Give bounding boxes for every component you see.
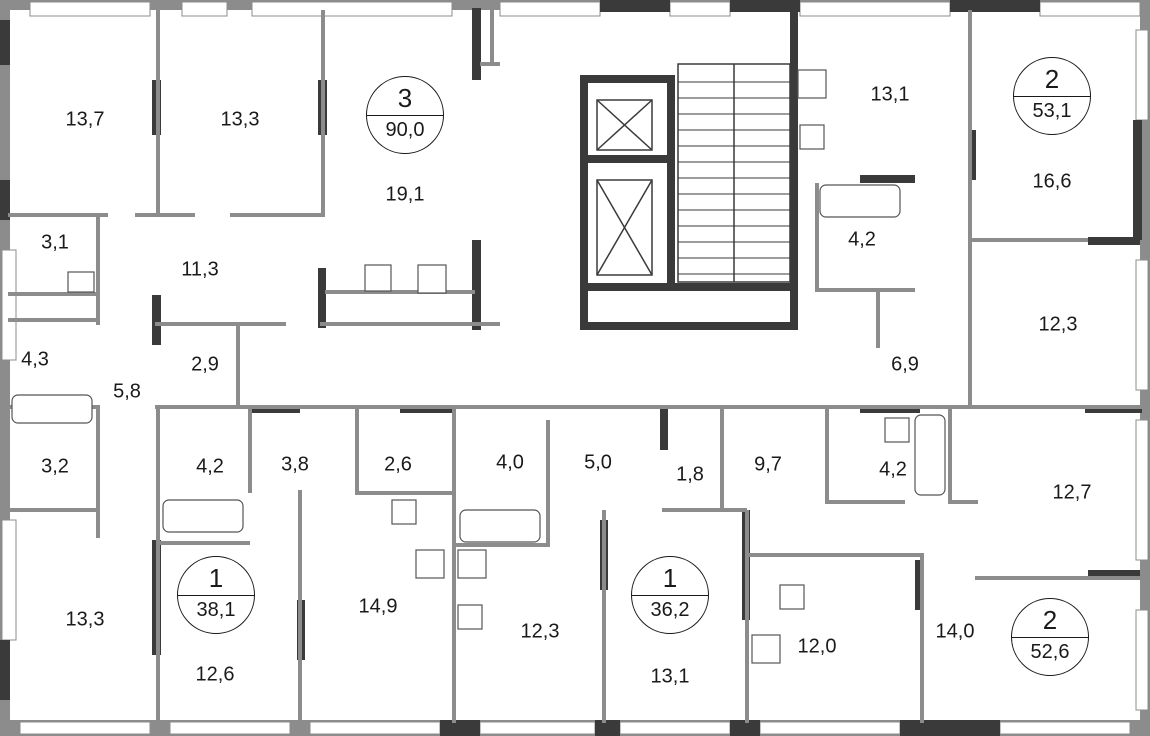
stair-steps (678, 81, 790, 275)
apartment-rooms: 1 (662, 563, 678, 593)
stairs-and-elevators (596, 63, 791, 283)
room-area-label: 2,6 (384, 453, 412, 476)
apartment-rooms: 2 (1042, 605, 1058, 635)
room-area-label: 12,6 (195, 663, 235, 686)
room-area-label: 4,2 (879, 458, 907, 481)
apartment-badge: 2 53,1 (1013, 57, 1091, 135)
apartment-rooms: 3 (397, 83, 413, 113)
room-area-label: 14,0 (935, 620, 975, 643)
room-area-label: 5,0 (584, 451, 612, 474)
room-area-label: 13,1 (650, 665, 690, 688)
apartment-badge: 1 38,1 (177, 556, 255, 634)
apartment-total-area: 90,0 (385, 119, 425, 141)
room-area-label: 6,9 (891, 353, 919, 376)
apartment-rooms: 1 (208, 563, 224, 593)
apartment-rooms: 2 (1044, 64, 1060, 94)
room-area-label: 3,2 (41, 455, 69, 478)
apartment-badge: 3 90,0 (366, 76, 444, 154)
room-area-label: 4,2 (196, 455, 224, 478)
room-area-label: 2,9 (191, 353, 219, 376)
room-area-label: 13,7 (65, 108, 105, 131)
room-area-label: 9,7 (754, 453, 782, 476)
apartment-total-area: 52,6 (1030, 641, 1070, 663)
room-area-label: 4,2 (848, 228, 876, 251)
apartment-badge: 2 52,6 (1011, 598, 1089, 676)
room-area-label: 13,3 (65, 608, 105, 631)
room-area-label: 12,7 (1052, 481, 1092, 504)
room-area-label: 4,3 (21, 348, 49, 371)
room-area-label: 12,3 (1038, 313, 1078, 336)
room-area-label: 13,1 (870, 83, 910, 106)
room-area-label: 3,1 (41, 231, 69, 254)
apartment-badge: 1 36,2 (631, 556, 709, 634)
apartment-total-area: 36,2 (650, 599, 690, 621)
partition-walls (8, 10, 1150, 723)
room-area-label: 5,8 (113, 380, 141, 403)
room-area-label: 1,8 (676, 463, 704, 486)
room-area-label: 3,8 (281, 453, 309, 476)
room-area-label: 19,1 (385, 183, 425, 206)
room-area-label: 11,3 (181, 258, 219, 281)
apartment-total-area: 38,1 (196, 599, 236, 621)
room-area-label: 14,9 (358, 595, 398, 618)
fixtures (11, 69, 946, 664)
room-area-label: 4,0 (496, 451, 524, 474)
room-area-label: 12,3 (520, 620, 560, 643)
room-area-label: 13,3 (220, 108, 260, 131)
apartment-total-area: 53,1 (1032, 100, 1072, 122)
room-area-label: 16,6 (1032, 170, 1072, 193)
room-area-label: 12,0 (797, 635, 837, 658)
